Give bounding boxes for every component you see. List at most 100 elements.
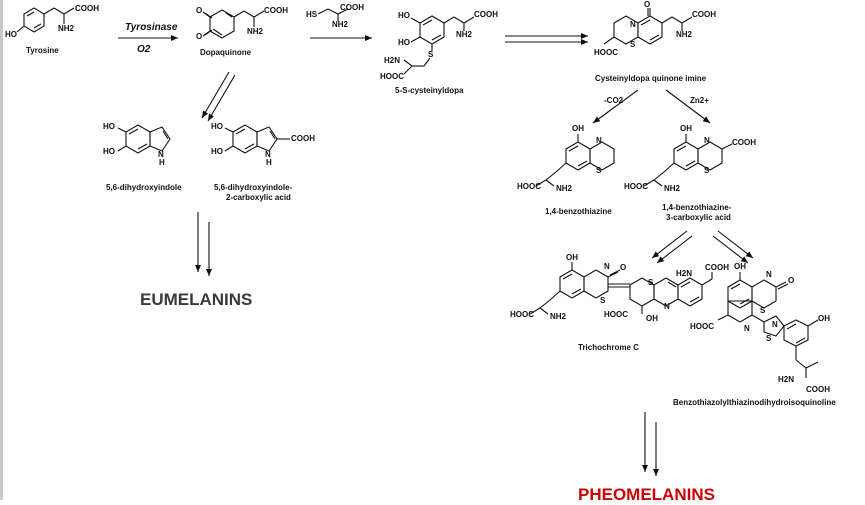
dihydroxyindole-structure [117, 124, 171, 154]
dhica-label-line1: 5,6-dihydroxyindole- [214, 183, 293, 192]
quinone-imine-nh2: NH2 [676, 30, 693, 39]
bt-oh: OH [572, 124, 584, 133]
decarboxylation-label: -CO2 [604, 96, 624, 105]
btca-oh: OH [680, 124, 692, 133]
arrow-btiq-a [717, 230, 754, 259]
dhica-structure [224, 124, 290, 154]
btca-label-line2: 3-carboxylic acid [666, 213, 731, 222]
cysteinyldopa-ho-bottom: HO [398, 38, 410, 47]
tc-s-right: S [648, 278, 654, 287]
cysteinyldopa-cooh: COOH [474, 10, 498, 19]
btiq-h2n: H2N [778, 375, 795, 384]
btiq-s-top: S [760, 306, 766, 315]
tc-oh: OH [566, 253, 578, 262]
tc-n: N [664, 302, 670, 311]
dihydroxyindole-label: 5,6-dihydroxyindole [106, 183, 182, 192]
arrow-cyclization-b [207, 74, 236, 122]
btiq-oh: OH [734, 262, 746, 271]
cysteinyldopa-ho-top: HO [398, 11, 410, 20]
quinone-imine-n: N [630, 20, 636, 29]
btca-cooh: COOH [732, 138, 756, 147]
btca-structure [643, 134, 733, 187]
tc-o: O [620, 263, 627, 272]
dopaquinone-label: Dopaquinone [200, 48, 252, 57]
dhi-ho-bottom: HO [103, 147, 115, 156]
dopaquinone-nh2: NH2 [247, 27, 264, 36]
benzothiazine-structure [535, 134, 615, 187]
quinone-imine-o: O [644, 0, 651, 9]
cysteinyldopa-s: S [428, 50, 434, 59]
btiq-n-2: N [772, 320, 778, 329]
left-edge-border [0, 0, 3, 500]
tc-hooc: HOOC [510, 310, 534, 319]
tc-oh-bottom: OH [646, 314, 658, 323]
tc-hooc-2: HOOC [604, 310, 628, 319]
bt-n: N [596, 136, 602, 145]
tyrosine-ho: HO [5, 30, 17, 39]
dhica-label-line2: 2-carboxylic acid [226, 193, 291, 202]
tc-cooh: COOH [705, 263, 729, 272]
dopaquinone-o-bottom: O [196, 32, 203, 41]
tc-s-left: S [600, 296, 606, 305]
btca-n: N [704, 136, 710, 145]
cysteine-cooh: COOH [340, 3, 364, 12]
dhica-ho-top: HO [211, 122, 223, 131]
quinone-imine-cooh: COOH [692, 10, 716, 19]
cysteinyldopa-nh2: NH2 [456, 30, 473, 39]
dopaquinone-o-top: O [196, 6, 203, 15]
btiq-label: Benzothiazolylthiazinodihydroisoquinolin… [673, 398, 836, 407]
cysteinyldopa-structure [403, 15, 475, 75]
btca-nh2: NH2 [664, 184, 681, 193]
dhica-ho-bottom: HO [211, 147, 223, 156]
btiq-oh-right: OH [818, 314, 830, 323]
btiq-nh: N [766, 270, 772, 279]
bt-s: S [596, 166, 602, 175]
cysteine-structure [317, 8, 349, 21]
quinone-imine-hooc: HOOC [594, 48, 618, 57]
arrow-decarboxylation [592, 89, 639, 124]
tc-nh2: NH2 [550, 312, 567, 321]
tc-h2n: H2N [676, 269, 693, 278]
btiq-n: N [744, 324, 750, 333]
cysteinyldopa-label: 5-S-cysteinyldopa [395, 86, 464, 95]
btiq-hooc: HOOC [690, 322, 714, 331]
tyrosine-nh2: NH2 [58, 24, 75, 33]
tyrosine-label: Tyrosine [26, 46, 59, 55]
btca-s: S [704, 166, 710, 175]
arrow-cyclization-a [201, 71, 230, 119]
btca-label-line1: 1,4-benzothiazine- [662, 203, 732, 212]
btca-hooc: HOOC [624, 182, 648, 191]
dhi-ho-top: HO [103, 122, 115, 131]
arrow-btiq-b [712, 235, 749, 264]
tc-nh: N [604, 262, 610, 271]
dhi-h: H [159, 158, 165, 167]
dhi-nh: N [158, 150, 164, 159]
dhica-cooh: COOH [291, 134, 315, 143]
bt-hooc: HOOC [517, 182, 541, 191]
dhica-h: H [266, 158, 272, 167]
dhica-nh: N [265, 150, 271, 159]
zinc-label: Zn2+ [690, 96, 709, 105]
dopaquinone-cooh: COOH [264, 6, 288, 15]
tyrosine-structure [16, 7, 75, 33]
cysteine-nh2: NH2 [332, 20, 349, 29]
tyrosine-cooh: COOH [75, 4, 99, 13]
btiq-o: O [788, 276, 795, 285]
btiq-cooh: COOH [806, 385, 830, 394]
dopaquinone-structure [202, 9, 265, 39]
quinone-imine-label: Cysteinyldopa quinone imine [595, 74, 707, 83]
quinone-imine-s: S [630, 40, 636, 49]
trichochrome-label: Trichochrome C [578, 343, 639, 352]
trichochrome-structure [529, 262, 713, 315]
pheomelanins-label: PHEOMELANINS [578, 485, 715, 504]
cysteinyldopa-hooc: HOOC [380, 72, 404, 81]
enzyme-label: Tyrosinase [125, 22, 178, 33]
arrow-zinc [665, 89, 711, 124]
cysteinyldopa-h2n: H2N [384, 56, 401, 65]
bt-nh2: NH2 [556, 184, 573, 193]
quinone-imine-structure [603, 8, 693, 45]
arrow-trichochrome-a [651, 230, 688, 259]
oxygen-label: O2 [137, 44, 151, 55]
btiq-s-bottom: S [766, 334, 772, 343]
